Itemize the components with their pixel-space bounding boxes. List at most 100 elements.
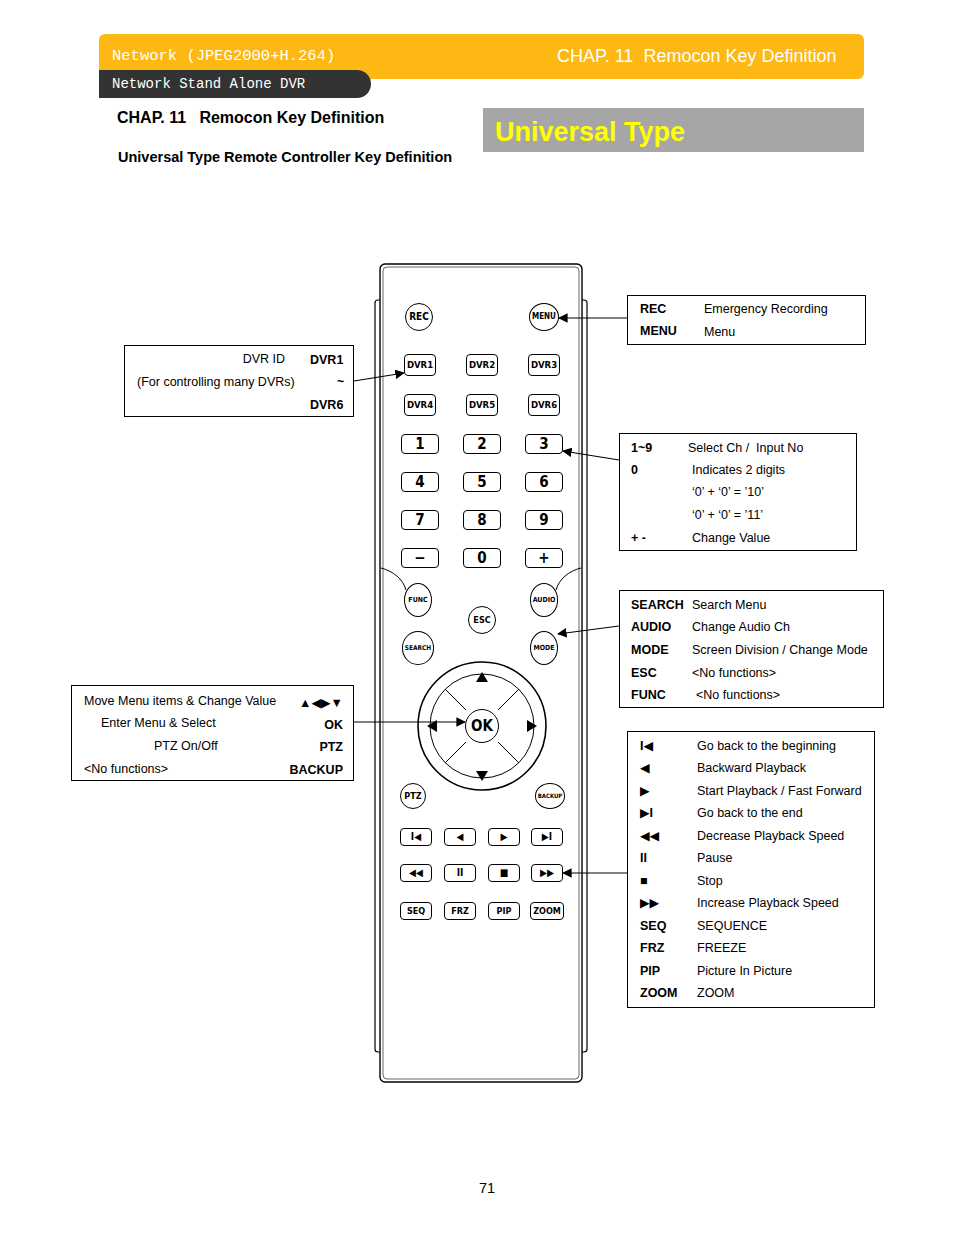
label-text: ◀◀: [640, 829, 659, 844]
remote-button: DVR1: [404, 354, 436, 376]
remote-button: ■: [488, 864, 520, 882]
remote-button: SEQ: [400, 902, 432, 920]
label-text: MODE: [631, 643, 669, 658]
label-text: Backward Playback: [697, 761, 806, 776]
label-text: ▲◀▶▼: [299, 696, 343, 711]
label-text: ▶: [501, 832, 508, 842]
label-text: FRZ: [640, 941, 664, 956]
label-text: 0: [631, 463, 638, 478]
page-number: 71: [479, 1180, 495, 1196]
label-text: ▶I: [640, 806, 653, 821]
label-text: PIP: [497, 907, 512, 916]
label-text: Pause: [697, 851, 732, 866]
label-text: Stop: [697, 874, 723, 889]
label-text: 1~9: [631, 441, 652, 456]
label-text: 9: [539, 513, 548, 528]
label-text: Start Playback / Fast Forward: [697, 784, 862, 799]
label-text: FUNC: [631, 688, 666, 703]
label-text: Enter Menu & Select: [101, 716, 216, 731]
label-text: AUDIO: [533, 597, 556, 604]
remote-button: 6: [525, 472, 563, 492]
remote-button: REC: [405, 303, 433, 331]
remote-button: ▶I: [531, 828, 563, 846]
label-text: 6: [539, 475, 548, 490]
remote-button: 4: [401, 472, 439, 492]
remote-button: FUNC: [404, 583, 432, 617]
label-text: ▶▶: [540, 868, 554, 878]
callout-box: DVR IDDVR1(For controlling many DVRs)~DV…: [124, 345, 354, 417]
callout-box: Move Menu items & Change Value▲◀▶▼Enter …: [71, 685, 354, 781]
label-text: II: [640, 851, 647, 866]
label-text: DVR6: [531, 400, 557, 410]
label-text: PTZ: [404, 792, 421, 801]
remote-button: ESC: [468, 606, 496, 634]
label-text: 0: [477, 551, 486, 566]
label-text: <No functions>: [84, 762, 168, 777]
label-text: ▶I: [542, 832, 552, 842]
callout-box: I◀Go back to the beginning◀Backward Play…: [627, 731, 875, 1008]
label-text: 8: [477, 513, 486, 528]
label-text: Decrease Playback Speed: [697, 829, 844, 844]
leader-arrow: [354, 373, 404, 381]
label-text: BACKUP: [290, 763, 343, 778]
label-text: −: [414, 551, 425, 566]
label-text: Screen Division / Change Mode: [692, 643, 868, 658]
header-tab: Network Stand Alone DVR: [99, 70, 371, 98]
label-text: ‘0’ + ‘0’ = ’11’: [692, 508, 763, 523]
label-text: (For controlling many DVRs): [137, 375, 295, 390]
label-text: 2: [477, 437, 486, 452]
remote-button: ▶: [488, 828, 520, 846]
label-text: +: [538, 551, 549, 566]
remote-button: OK: [465, 709, 499, 743]
label-text: 7: [415, 513, 424, 528]
label-text: ZOOM: [697, 986, 735, 1001]
callout-box: RECEmergency RecordingMENUMenu: [627, 295, 866, 345]
label-text: Go back to the beginning: [697, 739, 836, 754]
label-text: PTZ: [319, 740, 343, 755]
label-text: ◀◀: [409, 868, 423, 878]
label-text: ZOOM: [533, 907, 561, 916]
remote-button: 8: [463, 510, 501, 530]
leader-arrow: [558, 626, 619, 634]
callout-box: 1~9Select Ch / Input No0Indicates 2 digi…: [619, 433, 857, 551]
label-text: ◀: [457, 832, 464, 842]
remote-button: PIP: [488, 902, 520, 920]
label-text: I◀: [411, 832, 421, 842]
label-text: MENU: [532, 313, 556, 321]
remote-button: ▶▶: [531, 864, 563, 882]
label-text: DVR6: [310, 398, 343, 413]
dpad-dividers: [445, 689, 519, 763]
remote-button: 9: [525, 510, 563, 530]
label-text: AUDIO: [631, 620, 671, 635]
remote-button: FRZ: [444, 902, 476, 920]
label-text: SEQ: [640, 919, 666, 934]
label-text: Select Ch / Input No: [688, 441, 803, 456]
label-text: MODE: [533, 645, 554, 652]
label-text: Go back to the end: [697, 806, 803, 821]
leader-arrow: [563, 451, 619, 460]
remote-button: AUDIO: [530, 583, 559, 617]
chapter-title: CHAP. 11 Remocon Key Definition: [117, 109, 384, 127]
remote-button: 7: [401, 510, 439, 530]
dpad-arrows: [427, 672, 537, 781]
label-text: SEQ: [407, 907, 425, 916]
label-text: Increase Playback Speed: [697, 896, 839, 911]
label-text: SEARCH: [631, 598, 684, 613]
label-text: FUNC: [408, 597, 427, 604]
label-text: DVR1: [407, 360, 433, 370]
remote-button: 0: [463, 548, 501, 568]
remote-button: I◀: [400, 828, 432, 846]
label-text: DVR ID: [243, 352, 285, 367]
label-text: Search Menu: [692, 598, 766, 613]
label-text: MENU: [640, 324, 677, 339]
callout-box: SEARCHSearch MenuAUDIOChange Audio ChMOD…: [619, 590, 884, 708]
remote-body: [380, 264, 582, 1082]
label-text: REC: [640, 302, 666, 317]
remote-button: 1: [401, 434, 439, 454]
label-text: ◀: [640, 761, 650, 776]
label-text: Network (JPEG2000+H.264): [112, 47, 335, 66]
label-text: 5: [477, 475, 486, 490]
remote-button: 5: [463, 472, 501, 492]
label-text: ESC: [631, 666, 657, 681]
remote-button: SEARCH: [402, 631, 434, 665]
